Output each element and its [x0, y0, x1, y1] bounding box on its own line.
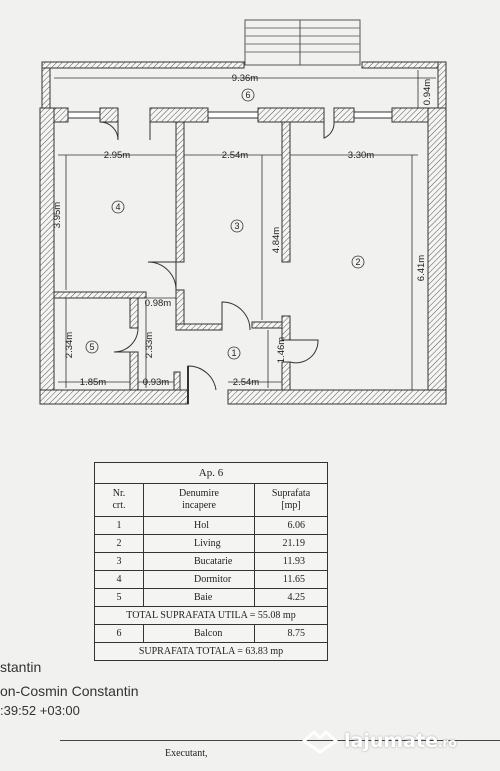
dim-kitchen-depth: 4.84m	[271, 227, 282, 253]
dim-bath-door: 0.93m	[143, 377, 169, 388]
stair-block	[244, 19, 361, 66]
room-number-bucatarie: 3	[234, 221, 239, 231]
dim-bath-depth-right: 2.33m	[144, 332, 155, 358]
header-nr: Nr. crt.	[94, 483, 144, 517]
dim-living-width: 3.30m	[348, 150, 374, 161]
table-row: 2 Living 21.19	[94, 534, 328, 553]
table-row: 3 Bucatarie 11.93	[94, 552, 328, 571]
dim-bath-width: 1.85m	[80, 377, 106, 388]
signature-line-2: on-Cosmin Constantin	[0, 683, 139, 699]
room-number-living: 2	[355, 257, 360, 267]
total-useful-row: TOTAL SUPRAFATA UTILA = 55.08 mp	[94, 606, 328, 625]
dim-balcony-length: 9.36m	[232, 73, 258, 84]
table-row: 5 Baie 4.25	[94, 588, 328, 607]
dim-balcony-depth: 0.94m	[422, 79, 433, 105]
table-row: 4 Dormitor 11.65	[94, 570, 328, 589]
heart-logo-icon	[302, 730, 338, 754]
dim-hall-depth: 1.46m	[276, 337, 287, 363]
interior-walls	[53, 121, 291, 391]
apartment-title: Ap. 6	[94, 462, 328, 484]
room-markers	[85, 88, 365, 360]
room-number-hol: 1	[231, 348, 236, 358]
dim-hall-passage: 0.98m	[145, 298, 171, 309]
header-area: Suprafata [mp]	[254, 483, 328, 517]
dim-hall-width: 2.54m	[233, 377, 259, 388]
table-row: 6 Balcon 8.75	[94, 624, 328, 643]
windows	[67, 111, 393, 119]
executant-box	[60, 740, 500, 771]
signature-timestamp: :39:52 +03:00	[0, 703, 80, 718]
outer-walls	[39, 107, 447, 405]
watermark-tld: .ro	[437, 736, 457, 750]
dim-bath-depth-left: 2.34m	[64, 332, 75, 358]
total-row: SUPRAFATA TOTALA = 63.83 mp	[94, 642, 328, 661]
doors	[99, 121, 335, 404]
room-number-baie: 5	[89, 342, 94, 352]
dim-bedroom-depth: 3.95m	[52, 202, 63, 228]
signature-line-1: stantin	[0, 659, 42, 675]
table-row: 1 Hol 6.06	[94, 516, 328, 535]
area-table: Ap. 6 Nr. crt. Denumire incapere Suprafa…	[94, 462, 328, 661]
room-number-balcon: 6	[245, 90, 250, 100]
executant-label: Executant,	[165, 748, 208, 759]
watermark: lajumate.ro	[300, 728, 457, 754]
room-number-dormitor: 4	[115, 202, 120, 212]
watermark-brand: lajumate.ro	[344, 730, 457, 752]
dimension-lines	[54, 70, 436, 390]
dim-kitchen-width: 2.54m	[222, 150, 248, 161]
balcony-walls	[41, 61, 447, 115]
dim-living-depth: 6.41m	[416, 255, 427, 281]
table-header: Nr. crt. Denumire incapere Suprafata [mp…	[94, 483, 328, 517]
dim-bedroom-width: 2.95m	[104, 150, 130, 161]
header-name: Denumire incapere	[143, 483, 255, 517]
floor-plan: 9.36m 0.94m 2.95m 2.54m 3.30m 3.95m 4.84…	[39, 19, 447, 405]
